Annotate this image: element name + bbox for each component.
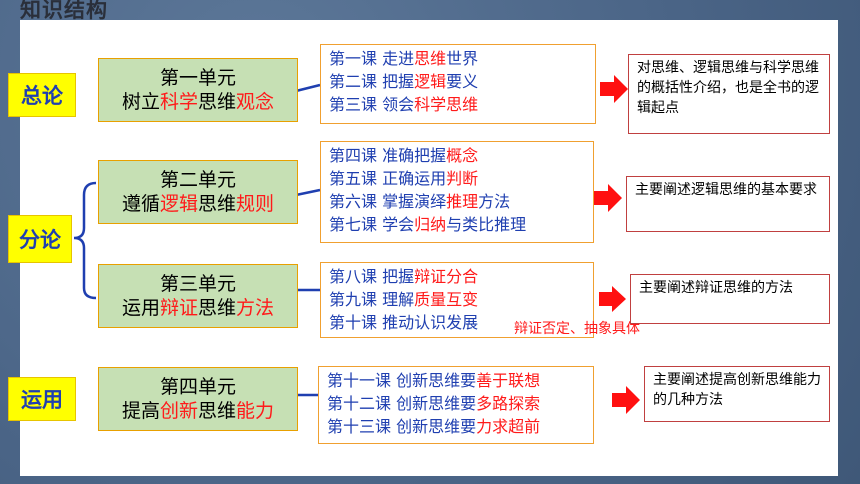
lesson-list-1: 第一课 走进思维世界第二课 把握逻辑要义第三课 领会科学思维 [320,44,596,124]
text-segment: 提高 [121,400,160,422]
text-segment: 观念 [236,91,275,113]
text-segment: 方法 [236,297,275,319]
lesson-item: 第六课 掌握演绎推理方法 [329,190,585,213]
text-segment: 能力 [236,400,275,422]
text-segment: 质量互变 [414,290,479,309]
unit-name: 第二单元 [159,169,236,191]
lesson-note: 辩证否定、抽象具体 [514,321,640,337]
section-label-body: 分论 [8,215,72,263]
page-title: 知识结构 [20,0,108,22]
lesson-item: 第三课 领会科学思维 [329,93,587,116]
unit-name: 第四单元 [159,376,236,398]
text-segment: 判断 [446,169,479,188]
unit-box-2: 第二单元 遵循逻辑思维规则 [98,160,298,224]
section-label-apply: 运用 [8,377,76,421]
lesson-item: 第四课 准确把握概念 [329,144,585,167]
lesson-item: 第五课 正确运用判断 [329,167,585,190]
text-segment: 第四课 准确把握 [329,146,447,165]
summary-box-1: 对思维、逻辑思维与科学思维的概括性介绍，也是全书的逻辑起点 [628,54,830,134]
lesson-item: 第十课 推动认识发展 [329,311,585,334]
text-segment: 思维 [198,91,237,113]
unit-name: 第三单元 [159,273,236,295]
text-segment: 多路探索 [476,394,541,413]
unit-topic: 遵循逻辑思维规则 [99,192,297,216]
lesson-list-4: 第十一课 创新思维要善于联想第十二课 创新思维要多路探索第十三课 创新思维要力求… [318,366,594,444]
text-segment: 逻辑 [414,72,447,91]
unit-box-4: 第四单元 提高创新思维能力 [98,367,298,431]
text-segment: 第三课 领会 [329,95,415,114]
text-segment: 第十二课 创新思维要 [327,394,477,413]
unit-name: 第一单元 [159,67,236,89]
text-segment: 辩证分合 [414,267,479,286]
lesson-list-3: 第八课 把握辩证分合第九课 理解质量互变第十课 推动认识发展 [320,262,594,338]
text-segment: 第五课 正确运用 [329,169,447,188]
text-segment: 规则 [236,193,275,215]
text-segment: 创新 [159,400,198,422]
lesson-item: 第八课 把握辩证分合 [329,265,585,288]
text-segment: 树立 [121,91,160,113]
lesson-item: 第十二课 创新思维要多路探索 [327,392,585,415]
unit-box-3: 第三单元 运用辩证思维方法 [98,264,298,328]
text-segment: 运用 [121,297,160,319]
unit-topic: 树立科学思维观念 [99,90,297,114]
lesson-item: 第十三课 创新思维要力求超前 [327,415,585,438]
text-segment: 科学 [159,91,198,113]
text-segment: 善于联想 [476,371,541,390]
text-segment: 第八课 把握 [329,267,415,286]
text-segment: 逻辑 [159,193,198,215]
text-segment: 思维 [414,49,447,68]
text-segment: 第六课 掌握演绎 [329,192,447,211]
summary-box-3: 主要阐述辩证思维的方法 [630,274,830,324]
text-segment: 第一课 走进 [329,49,415,68]
lesson-item: 第七课 学会归纳与类比推理 [329,213,585,236]
text-segment: 辩证 [159,297,198,319]
section-label-intro: 总论 [8,73,76,117]
unit-topic: 运用辩证思维方法 [99,296,297,320]
text-segment: 与类比推理 [446,215,527,234]
text-segment: 第九课 理解 [329,290,415,309]
text-segment: 第二课 把握 [329,72,415,91]
text-segment: 推理 [446,192,479,211]
unit-box-1: 第一单元 树立科学思维观念 [98,58,298,122]
text-segment: 世界 [446,49,479,68]
text-segment: 归纳 [414,215,447,234]
lesson-list-2: 第四课 准确把握概念第五课 正确运用判断第六课 掌握演绎推理方法第七课 学会归纳… [320,141,594,243]
text-segment: 第十一课 创新思维要 [327,371,477,390]
text-segment: 思维 [198,297,237,319]
text-segment: 第七课 学会 [329,215,415,234]
text-segment: 概念 [446,146,479,165]
unit-topic: 提高创新思维能力 [99,399,297,423]
text-segment: 第十三课 创新思维要 [327,417,477,436]
text-segment: 遵循 [121,193,160,215]
lesson-item: 第九课 理解质量互变 [329,288,585,311]
lesson-item: 第一课 走进思维世界 [329,47,587,70]
lesson-item: 第十一课 创新思维要善于联想 [327,369,585,392]
text-segment: 科学思维 [414,95,479,114]
text-segment: 思维 [198,193,237,215]
text-segment: 第十课 推动认识发展 [329,313,479,332]
lesson-item: 第二课 把握逻辑要义 [329,70,587,93]
text-segment: 思维 [198,400,237,422]
summary-box-4: 主要阐述提高创新思维能力的几种方法 [644,366,830,422]
text-segment: 力求超前 [476,417,541,436]
summary-box-2: 主要阐述逻辑思维的基本要求 [626,176,830,232]
text-segment: 方法 [478,192,511,211]
text-segment: 要义 [446,72,479,91]
